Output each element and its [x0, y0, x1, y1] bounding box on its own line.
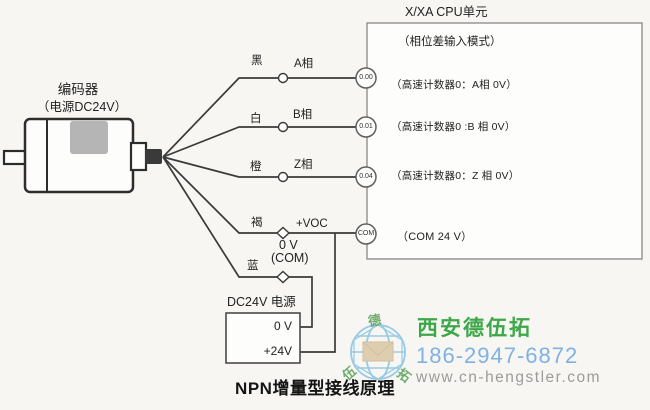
junction-a [277, 72, 289, 84]
cpu-desc-a: （高速计数器0：A相 0V） [391, 79, 517, 91]
signal-a-phase: A相 [294, 58, 314, 70]
terminal-id-000: 0.00 [359, 74, 373, 81]
terminal-000 [355, 67, 377, 89]
diagram-title: NPN增量型接线原理 [235, 379, 395, 398]
terminal-id-001: 0.01 [359, 123, 373, 130]
cpu-desc-z: （高速计数器0：Z 相 0V） [391, 170, 520, 182]
cpu-desc-b: （高速计数器0 :B 相 0V） [391, 121, 516, 133]
signal-0v-com: (COM) [271, 251, 309, 265]
cpu-terminals [355, 67, 377, 245]
terminal-001 [355, 116, 377, 138]
watermark-phone: 186-2947-6872 [416, 343, 579, 368]
encoder-plug [145, 149, 162, 164]
power-supply-box [225, 312, 301, 364]
globe-facets [353, 324, 403, 380]
wire-color-blue: 蓝 [247, 260, 259, 272]
encoder-connector-step [129, 141, 148, 172]
junction-z [277, 171, 289, 183]
wires [162, 77, 356, 353]
encoder-drawing [2, 117, 162, 194]
wire-0v-com [162, 156, 313, 328]
encoder-gray-block [70, 121, 108, 154]
power-terminal-0v: 0 V [273, 319, 292, 333]
cpu-title: X/XA CPU单元 [405, 5, 488, 19]
wire-color-black: 黑 [251, 55, 263, 67]
encoder-shaft [2, 149, 28, 166]
globe-logo-icon [350, 324, 406, 380]
encoder-power-label: （电源DC24V） [36, 100, 128, 114]
terminal-004 [355, 166, 377, 188]
terminal-com [355, 223, 377, 245]
cpu-box [366, 22, 643, 260]
terminal-id-com: COM [357, 230, 375, 237]
wire-plus24v [300, 233, 336, 353]
junction-voc [275, 226, 291, 240]
wire-color-white: 白 [250, 113, 262, 125]
wire-z-phase [162, 156, 356, 178]
terminal-id-004: 0.04 [359, 173, 373, 180]
cpu-mode-label: （相位差输入模式） [398, 36, 502, 48]
signal-0v: 0 V [279, 238, 298, 252]
power-supply-label: DC24V 电源 [227, 295, 296, 309]
watermark-brand: 西安德伍拓 [417, 317, 532, 340]
watermark-url: www.cn-hengstler.com [416, 369, 602, 386]
junction-b [277, 121, 289, 133]
power-terminal-24v: +24V [263, 344, 292, 358]
signal-b-phase: B相 [293, 109, 313, 121]
wire-color-orange: 橙 [250, 161, 262, 173]
wire-voc [162, 156, 356, 234]
wire-b-phase [162, 126, 356, 158]
signal-voc: +VOC [296, 218, 328, 230]
envelope-icon [362, 341, 394, 362]
encoder-label: 编码器 [57, 82, 99, 97]
wire-color-brown: 褐 [251, 217, 263, 229]
wire-junctions [275, 72, 291, 284]
junction-0v [275, 270, 291, 284]
signal-z-phase: Z相 [294, 159, 313, 171]
wire-a-phase [162, 77, 356, 158]
envelope-flap [362, 341, 394, 356]
cpu-desc-com: （COM 24 V） [397, 231, 473, 243]
